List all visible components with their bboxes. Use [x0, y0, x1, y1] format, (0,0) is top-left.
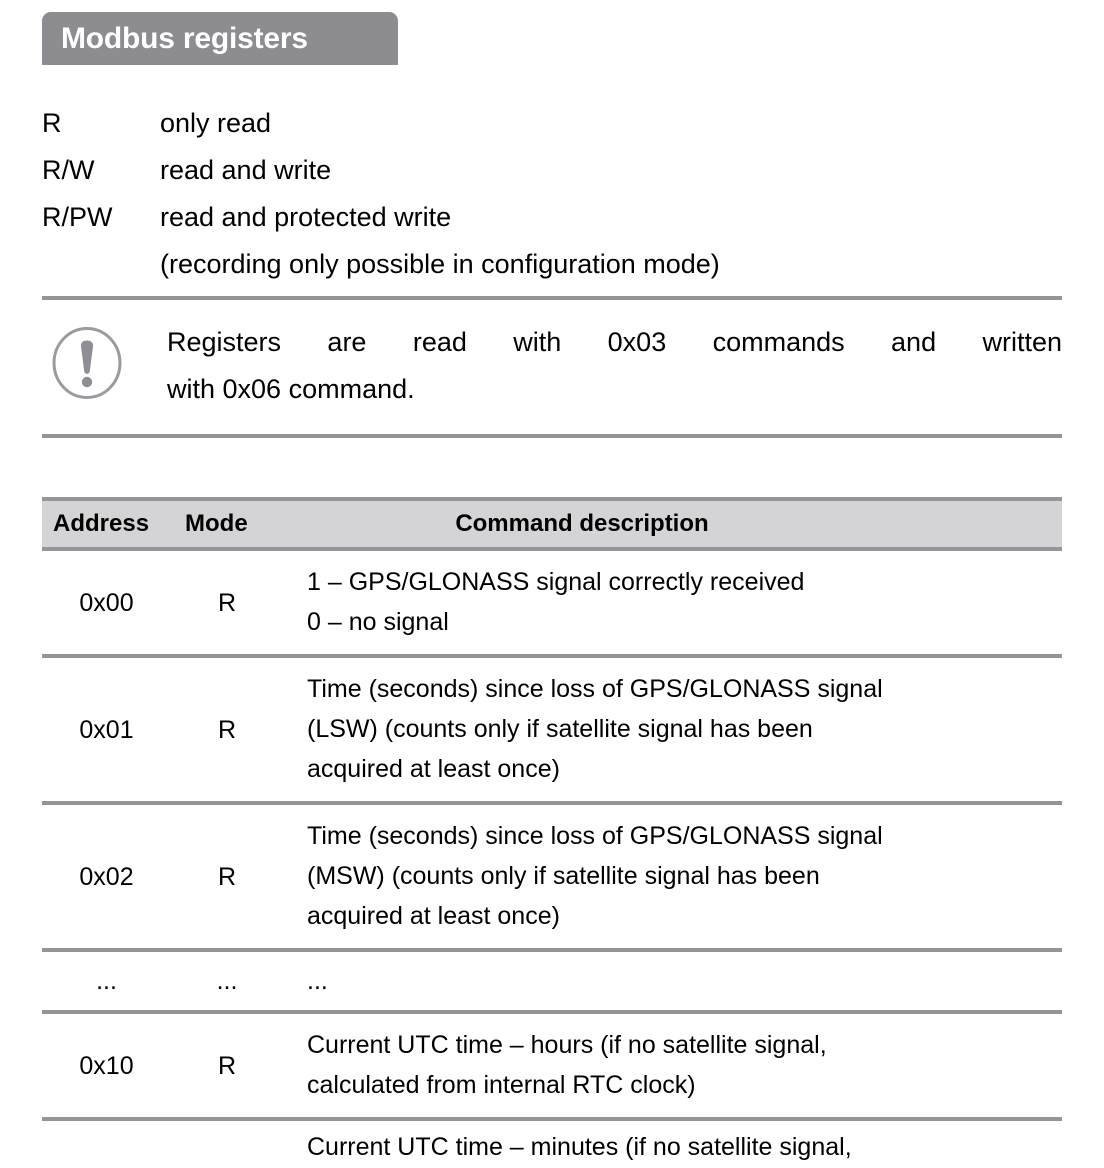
table-row: 0x00 R 1 – GPS/GLONASS signal correctly …	[42, 551, 1062, 658]
cell-address: 0x01	[79, 715, 134, 744]
description-line: (LSW) (counts only if satellite signal h…	[307, 715, 813, 743]
cell-address: 0x00	[79, 588, 134, 617]
legend-row: R/PW read and protected write	[42, 194, 1062, 241]
description-line: Current UTC time – minutes (if no satell…	[307, 1132, 852, 1161]
description-line: acquired at least once)	[307, 755, 560, 783]
page-title-badge: Modbus registers	[42, 12, 398, 65]
column-header-mode: Mode	[185, 510, 248, 537]
cell-mode: R	[217, 862, 237, 891]
description-line: Time (seconds) since loss of GPS/GLONASS…	[307, 675, 883, 703]
table-row: 0x01 R Time (seconds) since loss of GPS/…	[42, 658, 1062, 805]
cell-description: Time (seconds) since loss of GPS/GLONASS…	[307, 805, 1062, 948]
legend-description: read and protected write	[160, 202, 452, 232]
description-line: 1 – GPS/GLONASS signal correctly receive…	[307, 568, 805, 596]
legend-description: read and write	[160, 155, 332, 185]
table-row-partial: Current UTC time – minutes (if no satell…	[42, 1121, 1062, 1161]
cell-description: Current UTC time – minutes (if no satell…	[307, 1121, 1062, 1161]
cell-address: 0x02	[79, 862, 134, 891]
modbus-registers-table: Address Mode Command description 0x00 R …	[42, 497, 1062, 1161]
description-line: (MSW) (counts only if satellite signal h…	[307, 862, 820, 890]
exclamation-circle-icon	[50, 326, 124, 400]
description-line: ...	[307, 967, 328, 995]
description-line: 0 – no signal	[307, 608, 449, 636]
note-text: Registers are read with 0x03 commands an…	[167, 312, 1062, 413]
note-callout: Registers are read with 0x03 commands an…	[42, 312, 1062, 424]
cell-description: Current UTC time – hours (if no satellit…	[307, 1014, 1062, 1117]
legend-code: R/W	[42, 155, 95, 185]
legend-row: R only read	[42, 100, 1062, 147]
cell-mode: ...	[216, 967, 238, 995]
table-row: 0x02 R Time (seconds) since loss of GPS/…	[42, 805, 1062, 952]
legend-sub-note: (recording only possible in configuratio…	[160, 249, 720, 279]
cell-description: Time (seconds) since loss of GPS/GLONASS…	[307, 658, 1062, 801]
cell-description: 1 – GPS/GLONASS signal correctly receive…	[307, 551, 1062, 654]
cell-address: ...	[96, 967, 117, 995]
cell-mode: R	[217, 588, 237, 617]
cell-description: ...	[307, 961, 1062, 1001]
legend-code: R/PW	[42, 202, 113, 232]
description-line: Time (seconds) since loss of GPS/GLONASS…	[307, 822, 883, 850]
cell-address: 0x10	[79, 1051, 134, 1080]
column-header-address: Address	[53, 510, 150, 537]
table-row: 0x10 R Current UTC time – hours (if no s…	[42, 1014, 1062, 1121]
divider-below-note	[42, 434, 1062, 438]
description-line: acquired at least once)	[307, 902, 560, 930]
table-row-ellipsis: ... ... ...	[42, 952, 1062, 1014]
legend-code: R	[42, 108, 62, 138]
page-title: Modbus registers	[61, 21, 308, 55]
legend-description: only read	[160, 108, 272, 138]
cell-mode: R	[217, 715, 237, 744]
description-line: Current UTC time – hours (if no satellit…	[307, 1031, 827, 1059]
mode-legend: R only read R/W read and write R/PW read…	[42, 100, 1062, 288]
table-header-row: Address Mode Command description	[42, 497, 1062, 551]
column-header-description: Command description	[455, 510, 709, 537]
divider-above-note	[42, 296, 1062, 300]
note-line-2: with 0x06 command.	[167, 374, 415, 404]
cell-mode: R	[217, 1051, 237, 1080]
description-line: calculated from internal RTC clock)	[307, 1071, 696, 1099]
note-line-1: Registers are read with 0x03 commands an…	[167, 327, 1062, 357]
legend-row: R/W read and write	[42, 147, 1062, 194]
